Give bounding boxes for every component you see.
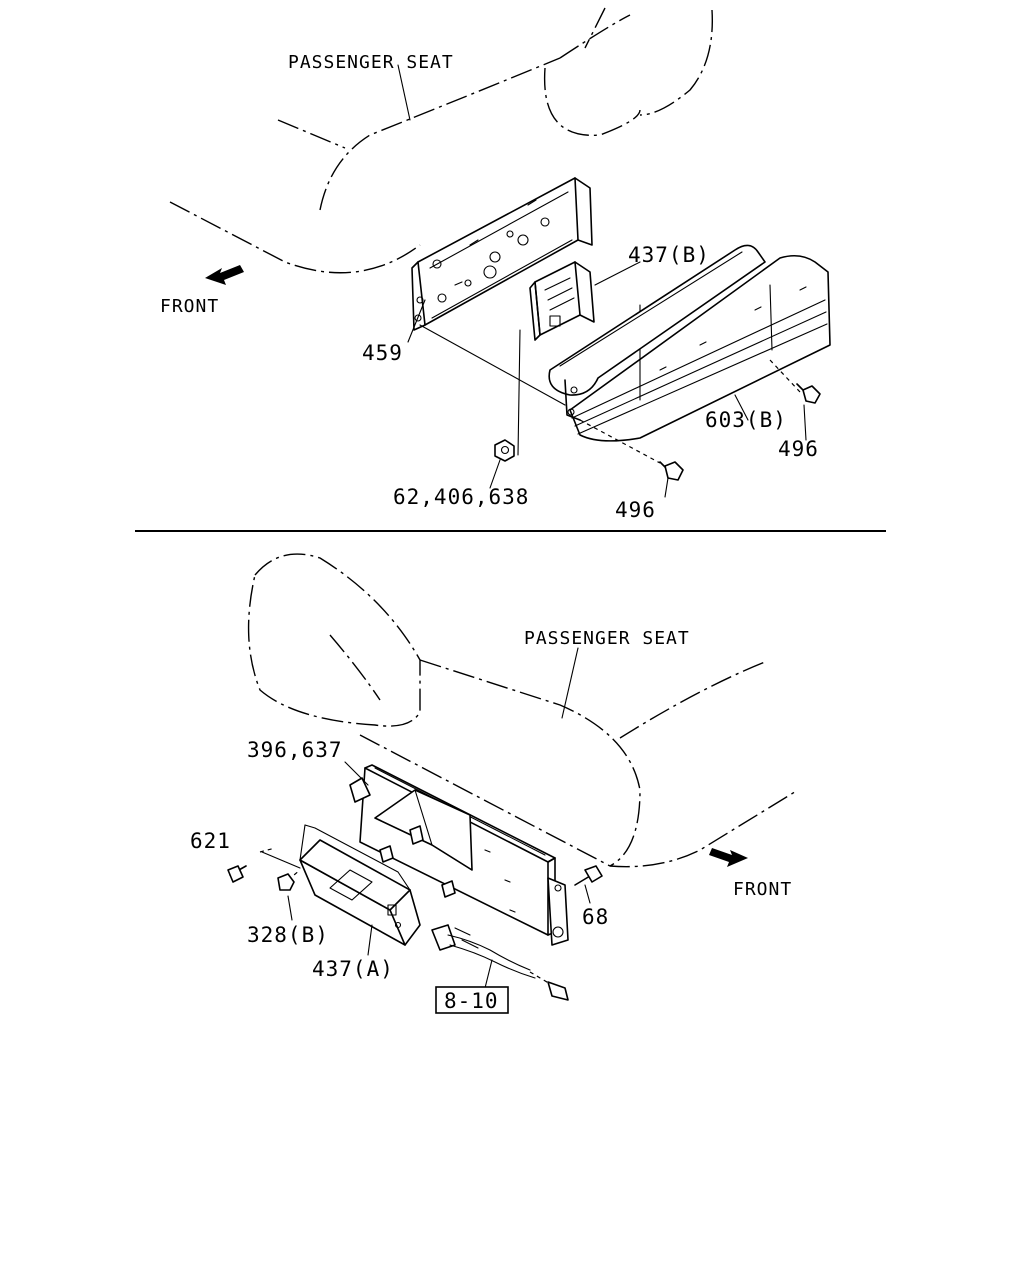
- callout-496-upper: 496: [778, 437, 819, 461]
- bottom-seat-label: PASSENGER SEAT: [524, 628, 690, 649]
- module-437b: [529, 261, 595, 341]
- bolt-496-lower-icon: [659, 461, 684, 481]
- top-leaders: [397, 64, 807, 498]
- callout-328b: 328(B): [247, 923, 329, 947]
- callout-496-lower: 496: [615, 498, 656, 522]
- callout-437b: 437(B): [628, 243, 710, 267]
- callout-396-637: 396,637: [247, 738, 343, 762]
- top-seat-outline: [169, 7, 714, 274]
- rail-cover-603b: [548, 244, 831, 442]
- ref-box-label: 8-10: [444, 989, 499, 1013]
- bolt-68-icon: [574, 865, 603, 886]
- bracket-459: [411, 177, 593, 331]
- ref-box-8-10[interactable]: [435, 986, 509, 1014]
- bottom-view: 8-10 PASSENGER SEAT FRONT 396,637 621 32…: [190, 553, 799, 1014]
- top-seat-label: PASSENGER SEAT: [288, 52, 454, 73]
- harness-8-10: [431, 924, 569, 1001]
- callout-459: 459: [362, 341, 403, 365]
- stud-icon: [379, 825, 456, 898]
- bottom-fasteners: [227, 825, 603, 898]
- top-fasteners: [494, 383, 821, 481]
- callout-68: 68: [582, 905, 609, 929]
- module-437a: [299, 824, 421, 946]
- nut-328b-icon: [277, 873, 295, 891]
- bracket-396-637: [349, 764, 569, 946]
- bolt-621-icon: [227, 865, 247, 883]
- bottom-front-label: FRONT: [733, 879, 792, 900]
- callout-621: 621: [190, 829, 231, 853]
- callout-603b: 603(B): [705, 408, 787, 432]
- nut-62-icon: [494, 439, 515, 462]
- callout-437a: 437(A): [312, 957, 394, 981]
- top-view: PASSENGER SEAT FRONT 459 437(B) 603(B) 4…: [160, 7, 831, 522]
- bolt-496-upper-icon: [796, 383, 821, 404]
- front-arrow-icon: [709, 848, 748, 867]
- front-arrow-icon: [205, 265, 244, 285]
- bottom-seat-outline: [247, 553, 799, 868]
- callout-62-406-638: 62,406,638: [393, 485, 529, 509]
- top-front-label: FRONT: [160, 296, 219, 317]
